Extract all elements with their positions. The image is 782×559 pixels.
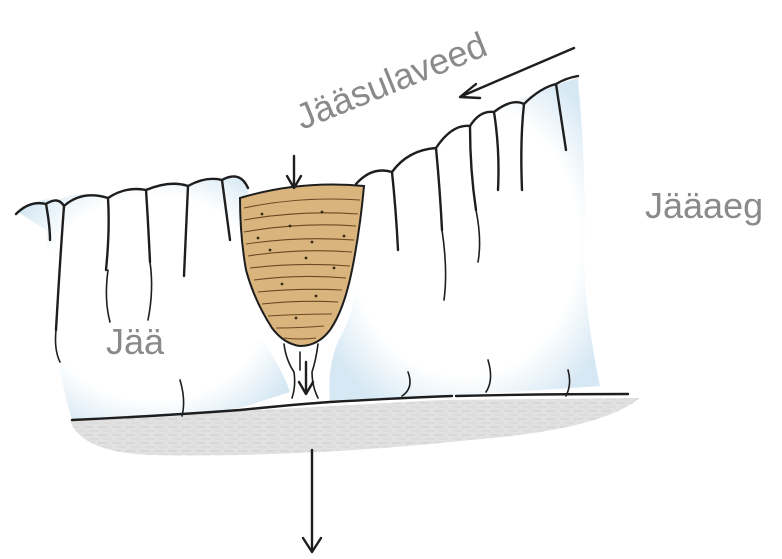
arrow-down-small-icon: [287, 156, 301, 188]
meltwater-label: Jääsulaveed: [290, 24, 493, 138]
ice-age-label: Jääaeg: [645, 185, 763, 226]
ice-label: Jää: [106, 321, 165, 362]
arrow-down-shaft-icon: [299, 362, 313, 394]
arrow-down-long-icon: [303, 450, 321, 552]
